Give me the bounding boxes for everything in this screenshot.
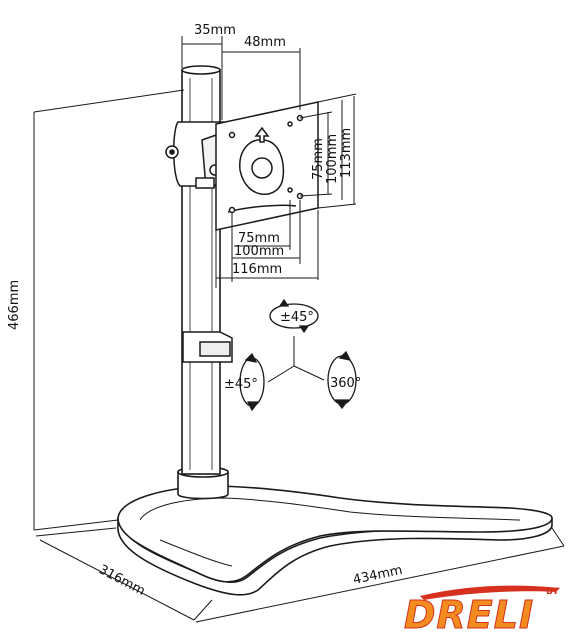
mount-head (165, 101, 319, 231)
brand-logo: BY DRELI (404, 585, 560, 638)
dim-vesa-v-75: 75mm (311, 138, 326, 180)
tilt-ellipse (269, 303, 319, 329)
dimension-lines (33, 36, 565, 623)
swivel-arrow-bottom-icon (246, 401, 260, 412)
rotate-arrow-top-icon (338, 350, 352, 361)
tilt-label: ±45° (280, 310, 314, 325)
logo-by: BY (546, 587, 559, 597)
dim-arm-depth: 48mm (244, 35, 286, 50)
dim-vesa-v-113: 113mm (339, 128, 354, 178)
swivel-label: ±45° (224, 377, 258, 392)
tilt-arrow-left-icon (278, 298, 290, 307)
dim-vesa-h-75: 75mm (238, 231, 280, 246)
dim-arm-offset: 35mm (194, 23, 236, 38)
dim-vesa-h-116: 116mm (232, 262, 282, 277)
rotate-label: 360° (330, 376, 361, 391)
logo-swoosh (420, 585, 560, 600)
dim-vesa-v-100: 100mm (325, 134, 340, 184)
tilt-arrow-right-icon (298, 325, 310, 334)
rotate-arrow-bottom-icon (334, 399, 350, 410)
stand-base (117, 485, 553, 596)
dim-vesa-h-100: 100mm (234, 244, 284, 259)
motion-labels: ±45° ±45° 360° (224, 310, 361, 392)
cable-clip (182, 331, 233, 363)
swivel-arrow-top-icon (244, 352, 258, 363)
motion-symbols (239, 298, 357, 412)
logo-brand: DRELI (404, 593, 534, 637)
dim-height: 466mm (7, 280, 22, 330)
dim-base-depth: 316mm (96, 562, 147, 599)
